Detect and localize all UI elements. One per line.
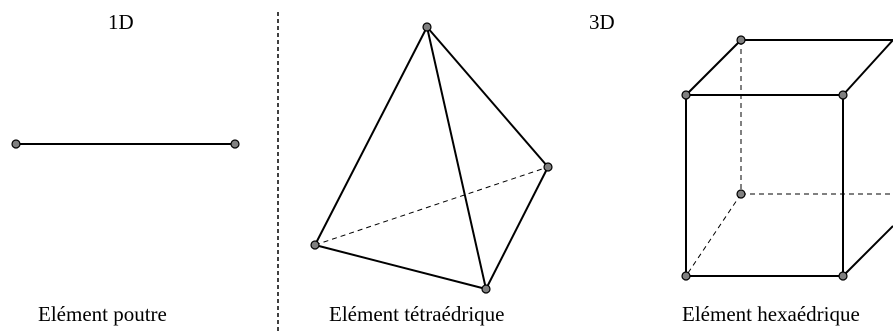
hex-edge [842, 225, 893, 277]
tet-node [422, 22, 432, 32]
hex-node [736, 35, 746, 45]
hex-node [736, 189, 746, 199]
hex-node [681, 90, 691, 100]
hex-hidden-edge [685, 193, 742, 277]
hexahedral-element [681, 35, 893, 281]
beam-node-left [11, 139, 21, 149]
hex-node [838, 90, 848, 100]
tet-edge [426, 26, 487, 290]
tet-node [310, 240, 320, 250]
hex-node [838, 271, 848, 281]
tet-node [543, 162, 553, 172]
caption-hexahedral-element: Elément hexaédrique [682, 302, 860, 326]
tet-edge [314, 26, 428, 246]
beam-element [11, 139, 240, 149]
tet-edge [485, 166, 549, 290]
tetrahedral-element [310, 22, 553, 294]
header-3d: 3D [589, 10, 615, 34]
tet-hidden-edge [314, 166, 549, 246]
tet-edge [426, 26, 549, 168]
tet-edge [314, 244, 487, 290]
caption-beam-element: Elément poutre [38, 302, 167, 326]
beam-node-right [230, 139, 240, 149]
caption-tetrahedral-element: Elément tétraédrique [329, 302, 505, 326]
hex-edge [685, 39, 742, 96]
hex-node [681, 271, 691, 281]
header-1d: 1D [108, 10, 134, 34]
tet-node [481, 284, 491, 294]
hex-edge [842, 39, 893, 96]
